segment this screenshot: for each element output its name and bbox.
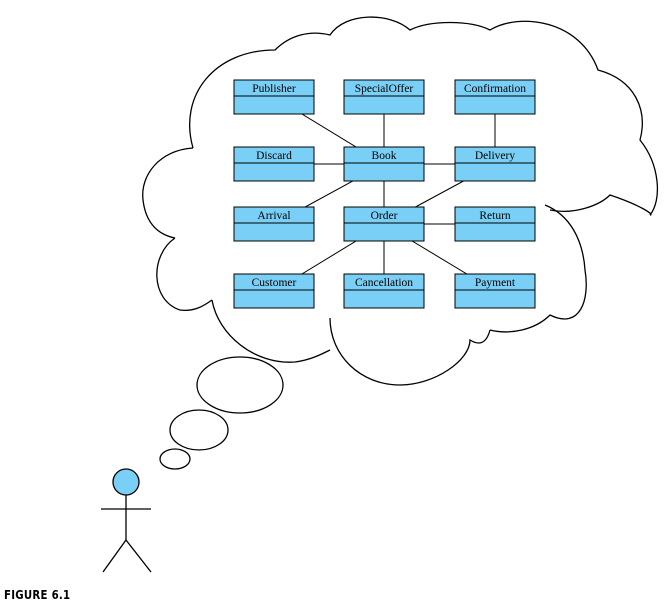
class-payment: Payment: [454, 273, 536, 309]
class-cancellation: Cancellation: [343, 273, 425, 309]
person-right-leg: [125, 539, 152, 573]
class-name: Arrival: [257, 210, 290, 222]
class-box: [454, 146, 536, 182]
person-figure: [101, 468, 152, 573]
class-box: [454, 273, 536, 309]
thought-bubble-large: [196, 356, 284, 414]
class-name: Return: [479, 210, 511, 222]
class-confirmation: Confirmation: [454, 79, 536, 115]
thought-cloud: [142, 16, 659, 386]
class-special-offer: SpecialOffer: [343, 79, 425, 115]
class-box: [343, 79, 425, 115]
class-name: Cancellation: [355, 277, 413, 289]
class-box: [343, 146, 425, 182]
class-name: Discard: [256, 150, 292, 162]
class-discard: Discard: [233, 146, 315, 182]
class-box: [233, 206, 315, 242]
person-left-leg: [102, 539, 127, 573]
figure-caption: FIGURE 6.1: [4, 588, 71, 602]
class-box: [454, 79, 536, 115]
class-box: [233, 79, 315, 115]
thought-bubble-medium: [169, 409, 229, 451]
class-delivery: Delivery: [454, 146, 536, 182]
class-name: Book: [372, 150, 397, 162]
class-box: [343, 273, 425, 309]
class-order: Order: [343, 206, 425, 242]
thought-bubbles: [159, 356, 284, 470]
class-name: Order: [371, 210, 398, 222]
associations: [273, 96, 496, 292]
class-box: [343, 206, 425, 242]
class-customer: Customer: [233, 273, 315, 309]
person-head: [112, 468, 140, 496]
class-boxes: Publisher SpecialOffer ConfirmationDiscard…: [233, 79, 536, 309]
class-box: [454, 206, 536, 242]
class-name: SpecialOffer: [355, 83, 414, 95]
class-publisher: Publisher: [233, 79, 315, 115]
class-name: Customer: [252, 277, 297, 289]
class-name: Publisher: [252, 83, 296, 95]
class-return: Return: [454, 206, 536, 242]
class-book: Book: [343, 146, 425, 182]
class-arrival: Arrival: [233, 206, 315, 242]
class-name: Delivery: [475, 150, 515, 162]
class-name: Confirmation: [464, 83, 526, 95]
class-box: [233, 146, 315, 182]
thought-bubble-small: [159, 448, 191, 470]
class-name: Payment: [475, 277, 516, 289]
class-box: [233, 273, 315, 309]
